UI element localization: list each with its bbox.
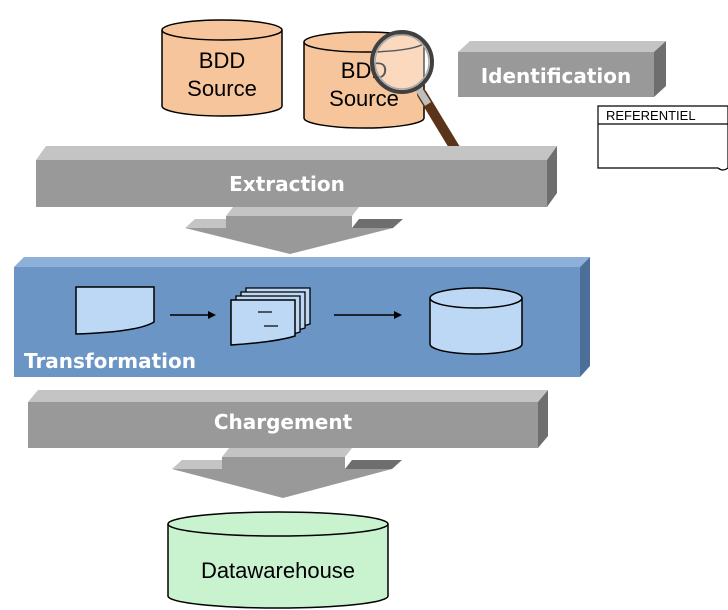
referentiel-document: REFERENTIEL	[597, 105, 728, 171]
bdd-source-1-line1: BDD	[199, 48, 245, 73]
transformation-label: Transformation	[24, 349, 196, 373]
arrow-right-icon	[334, 311, 402, 319]
arrow-right-icon	[170, 311, 216, 319]
datawarehouse-cylinder: Datawarehouse	[167, 511, 389, 609]
bdd-source-2: BDD Source	[303, 31, 425, 129]
document-stack-icon	[230, 287, 311, 346]
down-arrow-1	[185, 207, 403, 254]
chargement-bar: Chargement	[28, 390, 548, 448]
document-icon	[75, 286, 155, 335]
database-icon	[429, 287, 523, 355]
magnifying-glass-icon	[370, 30, 461, 155]
referentiel-label: REFERENTIEL	[606, 108, 696, 123]
bdd-source-1-line2: Source	[187, 76, 257, 101]
bdd-source-1: BDD Source	[161, 19, 283, 117]
extraction-bar: Extraction	[36, 146, 557, 207]
datawarehouse-label: Datawarehouse	[201, 558, 355, 583]
down-arrow-2	[172, 448, 402, 498]
extraction-label: Extraction	[229, 172, 345, 196]
chargement-label: Chargement	[214, 410, 353, 434]
transformation-block: Transformation	[14, 257, 590, 377]
identification-box: Identification	[458, 41, 666, 97]
identification-label: Identification	[481, 64, 632, 88]
